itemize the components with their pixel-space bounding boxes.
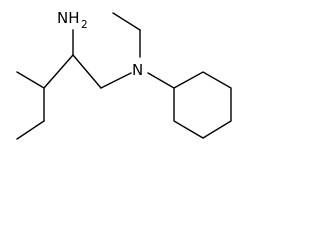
bond-c2-c3: [43, 54, 74, 89]
bond-n-ring: [147, 72, 175, 89]
amine-nh-label: NH: [57, 9, 80, 27]
amine-group: NH 2: [57, 9, 88, 56]
bond-c4-c5: [16, 120, 45, 140]
nitrogen-center: N: [100, 61, 143, 89]
nitrogen-label: N: [132, 61, 143, 79]
bond-c3-methyl: [16, 71, 45, 89]
cyclohexane-hexagon: [173, 71, 232, 139]
ethyl-group: [112, 12, 141, 58]
cyclohexyl-ring: [147, 71, 232, 139]
amine-subscript-label: 2: [81, 19, 88, 31]
bond-ch2-ch3: [112, 12, 141, 31]
pentyl-chain: [16, 54, 102, 140]
chemical-structure: NH 2 N: [16, 9, 232, 140]
bond-c1-n: [100, 72, 132, 89]
bond-c1-c2: [72, 54, 102, 89]
